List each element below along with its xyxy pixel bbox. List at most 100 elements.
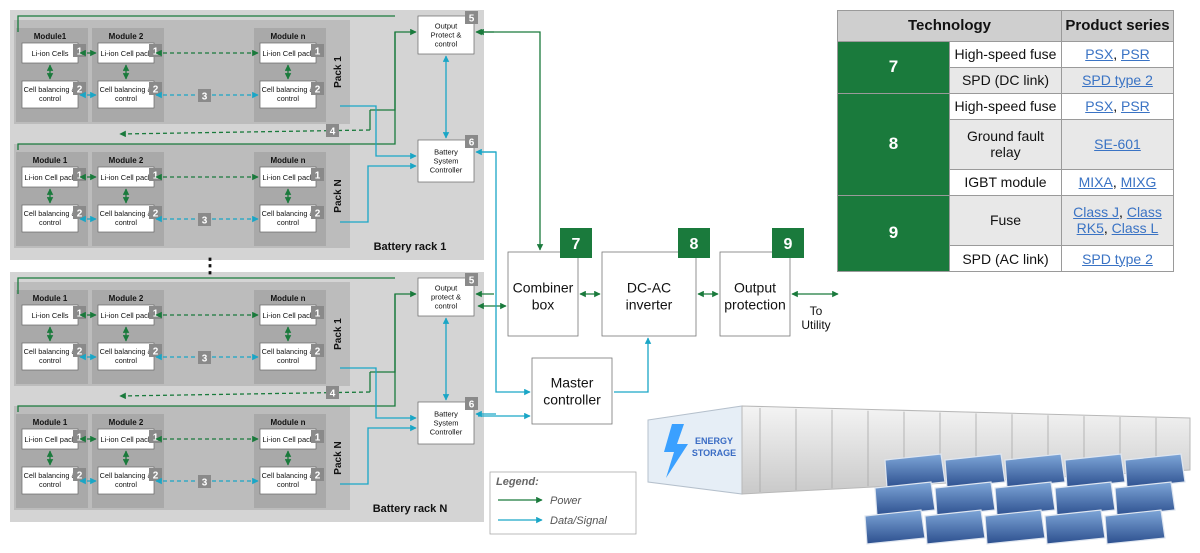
main-block-box <box>719 251 791 337</box>
signal-marker: 3 <box>198 213 211 227</box>
cell-marker-number: 1 <box>315 433 321 444</box>
cell-pack-label: Li-ion Cell pack <box>262 173 314 182</box>
product-separator: , <box>1119 204 1127 221</box>
module-name: Module 2 <box>109 294 144 303</box>
cell-pack-label: Li-ion Cells <box>31 311 68 320</box>
solar-panel <box>884 453 946 489</box>
bsc-marker-box <box>465 397 478 410</box>
product-link[interactable]: PSR <box>1121 98 1150 115</box>
module-name: Module n <box>270 294 305 303</box>
bsc-label-line: System <box>433 419 458 428</box>
cell-marker-box <box>311 430 324 443</box>
output-protect-box <box>417 15 475 55</box>
cell-marker-number: 1 <box>77 433 83 444</box>
balancing-marker-number: 2 <box>315 209 321 220</box>
bsc-label-line: Controller <box>430 166 463 175</box>
cell-balancing-label-line: Cell balancing & <box>24 209 77 218</box>
pack-label: Pack N <box>333 441 344 474</box>
pack1-signal-out <box>340 367 417 422</box>
bsc-label-line: Battery <box>434 410 458 419</box>
cell-pack-label: Li-ion Cell pack <box>100 49 152 58</box>
cell-balancing-label-line: control <box>115 218 137 227</box>
cell-pack-label: Li-ion Cell pack <box>100 311 152 320</box>
cell-pack-label: Li-ion Cell pack <box>24 173 76 182</box>
cell-marker-box <box>311 44 324 57</box>
output-protect-label-line: control <box>435 40 458 49</box>
cell-pack-label: Li-ion Cell pack <box>100 173 152 182</box>
cell-marker-number: 1 <box>153 433 159 444</box>
balancing-marker: 2 <box>73 344 86 358</box>
balancing-marker-number: 2 <box>315 471 321 482</box>
packN-power-out <box>300 32 396 145</box>
product-separator: , <box>1113 46 1121 63</box>
product-link[interactable]: Class RK5 <box>1076 204 1162 237</box>
balancing-marker: 2 <box>73 82 86 96</box>
balancing-marker: 2 <box>73 468 86 482</box>
group-number-cell: 9 <box>837 194 950 273</box>
product-series-cell: PSX, PSR <box>1061 41 1174 68</box>
packN-power-out <box>300 294 396 407</box>
cell-balancing-label: Cell balancing &control <box>100 471 153 489</box>
solar-panel <box>1114 481 1176 517</box>
signal-marker-number: 3 <box>202 92 208 103</box>
cell-balancing-label-line: control <box>277 480 299 489</box>
product-link[interactable]: PSX <box>1085 46 1114 63</box>
cell-pack-label: Li-ion Cells <box>31 49 68 58</box>
balancing-marker: 2 <box>73 206 86 220</box>
main-block-label-line: inverter <box>626 296 673 312</box>
cell-marker: 1 <box>311 430 324 444</box>
product-separator: , <box>1113 98 1121 115</box>
balancing-marker: 2 <box>149 344 162 358</box>
product-series-cell: SPD type 2 <box>1061 245 1174 272</box>
solar-panel <box>1104 509 1166 545</box>
cell-pack-label: Li-ion Cell pack <box>24 435 76 444</box>
rack-gap-ellipsis: ⋮ <box>200 255 220 277</box>
solar-panel <box>874 481 936 517</box>
balancing-marker-number: 2 <box>77 471 83 482</box>
cell-marker-number: 1 <box>315 171 321 182</box>
cell-balancing-label-line: Cell balancing & <box>262 471 315 480</box>
cell-balancing-label-line: Cell balancing & <box>24 347 77 356</box>
solar-panel <box>1004 453 1066 489</box>
cell-balancing-label: Cell balancing &control <box>262 471 315 489</box>
output-marker-number: 5 <box>469 276 475 287</box>
product-link[interactable]: PSX <box>1085 98 1114 115</box>
pack-link-marker: 4 <box>326 386 339 400</box>
utility-label-line: Utility <box>801 318 830 332</box>
product-link[interactable]: MIXG <box>1120 174 1157 191</box>
signal-marker-number: 3 <box>202 216 208 227</box>
product-link[interactable]: SPD type 2 <box>1082 72 1153 89</box>
solar-panel <box>924 509 986 545</box>
product-link[interactable]: Class J <box>1073 204 1120 221</box>
product-link[interactable]: MIXA <box>1078 174 1113 191</box>
master-controller-label-line: controller <box>543 391 601 407</box>
signal-marker-number: 3 <box>202 478 208 489</box>
packN-signal-out <box>340 162 417 223</box>
main-block-label-line: box <box>532 296 555 312</box>
product-link[interactable]: SPD type 2 <box>1082 250 1153 267</box>
cell-balancing-label-line: control <box>115 480 137 489</box>
signal-marker: 3 <box>198 89 211 103</box>
product-link[interactable]: PSR <box>1121 46 1150 63</box>
pack-label: Pack N <box>333 179 344 212</box>
product-link[interactable]: SE-601 <box>1094 136 1141 153</box>
legend-power-label: Power <box>550 495 583 507</box>
cell-balancing-label-line: Cell balancing & <box>262 85 315 94</box>
lightning-bolt-icon <box>664 424 688 478</box>
product-link[interactable]: Class L <box>1111 220 1159 237</box>
balancing-marker: 2 <box>311 206 324 220</box>
